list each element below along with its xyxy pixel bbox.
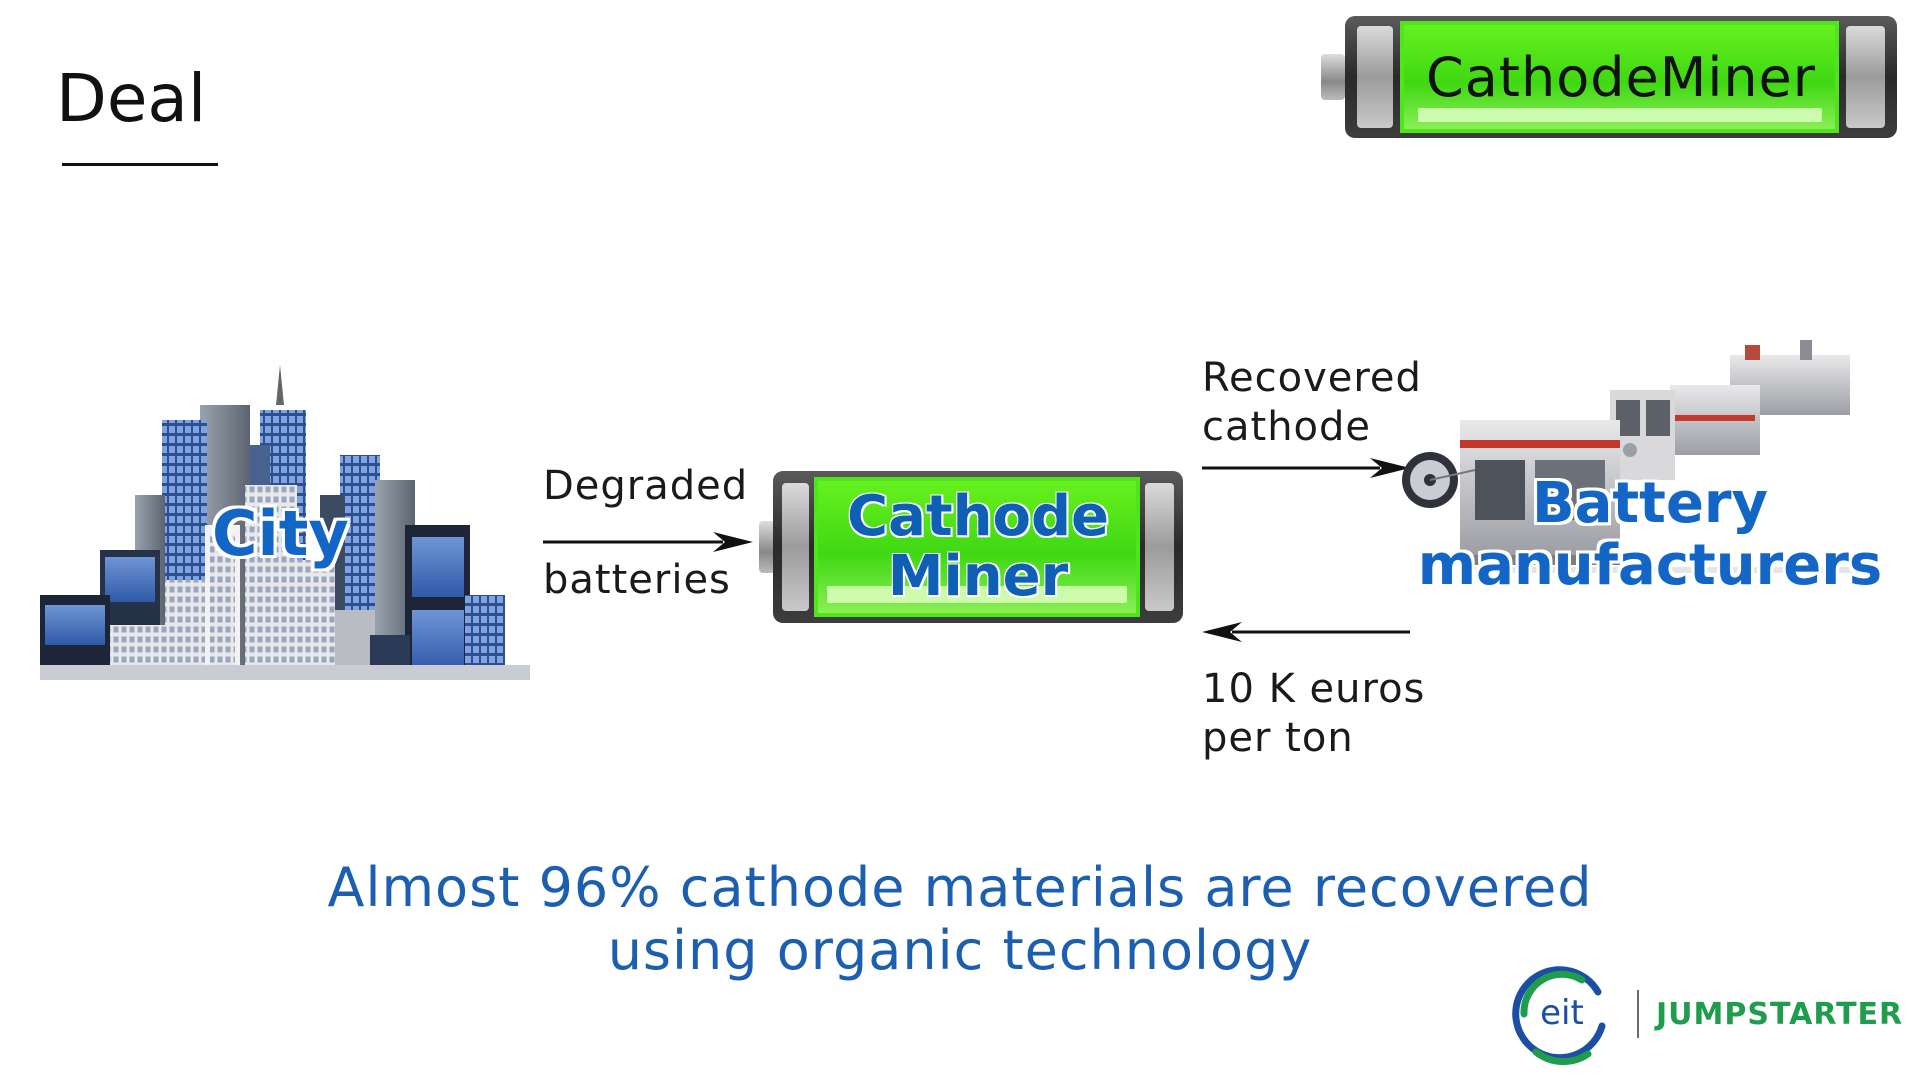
battery-manufacturers-label: Battery manufacturers [1410, 473, 1890, 596]
battery-manufacturers-line2: manufacturers [1417, 532, 1883, 598]
flow-label-payment-line1: 10 K euros [1202, 666, 1426, 712]
flow-label-recovered-line2: cathode [1202, 403, 1372, 450]
battery-cell [1400, 20, 1840, 134]
battery-cap-right [1145, 483, 1174, 611]
battery-cap-left [782, 483, 809, 611]
cathode-miner-node: Cathode Miner [759, 471, 1183, 623]
arrow-degraded-batteries [543, 532, 753, 552]
eit-logo-text: eit [1540, 993, 1584, 1033]
battery-factory-illustration [1402, 340, 1860, 573]
battery-terminal [759, 521, 775, 573]
cathode-miner-line2: Miner [887, 544, 1069, 609]
battery-cap-left [1357, 25, 1394, 129]
cathode-miner-label: Cathode Miner [773, 471, 1183, 623]
flow-label-degraded: Degraded [543, 463, 749, 509]
arrow-recovered-cathode [1202, 458, 1410, 478]
flow-label-payment: 10 K euros per ton [1202, 665, 1425, 763]
battery-cell [814, 477, 1140, 617]
brand-divider [1637, 990, 1639, 1038]
city-skyline-illustration [40, 365, 530, 680]
cathodeminer-logo: CathodeMiner [1321, 16, 1897, 138]
battery-cap-right [1846, 25, 1885, 129]
key-statement-line1: Almost 96% cathode materials are recover… [327, 856, 1593, 919]
flow-label-recovered-cathode: Recovered cathode [1202, 354, 1422, 452]
title-underline [62, 163, 218, 166]
battery-terminal [1321, 54, 1345, 100]
city-label: City [212, 497, 349, 570]
key-statement-line2: using organic technology [607, 919, 1313, 983]
eit-logo-icon: eit [1512, 966, 1606, 1066]
cathode-miner-line1: Cathode [846, 483, 1110, 549]
arrow-payment [1202, 622, 1410, 642]
flow-label-batteries: batteries [543, 557, 731, 603]
brand-name: JUMPSTARTER [1656, 997, 1904, 1032]
flow-label-payment-line2: per ton [1202, 714, 1354, 761]
logo-text: CathodeMiner [1426, 45, 1816, 109]
flow-label-recovered-line1: Recovered [1202, 355, 1422, 401]
battery-manufacturers-line1: Battery [1531, 471, 1769, 536]
slide-title: Deal [56, 60, 207, 137]
key-statement: Almost 96% cathode materials are recover… [160, 856, 1760, 982]
